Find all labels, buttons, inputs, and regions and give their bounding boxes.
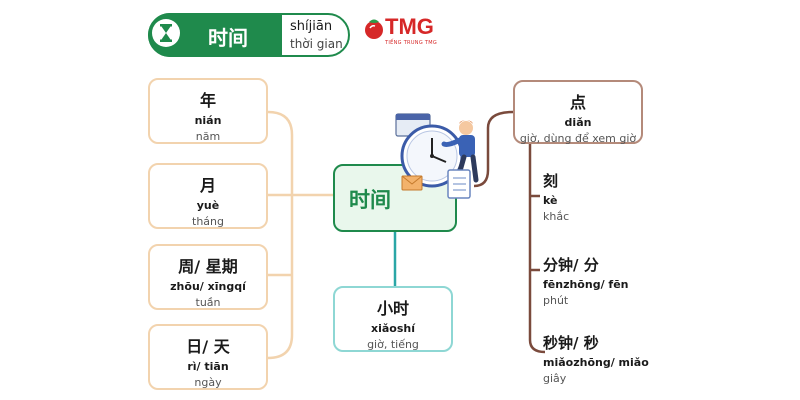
- logo-subtitle: TIẾNG TRUNG TMG: [385, 40, 438, 46]
- left-card-week: 周/ 星期 zhōu/ xīngqí tuần: [148, 244, 268, 310]
- word-vietnamese: tháng: [192, 215, 224, 228]
- word-pinyin: diǎn: [564, 116, 592, 129]
- hourglass-icon: [152, 19, 180, 47]
- word-chinese: 刻: [543, 172, 559, 190]
- left-card-month: 月 yuè tháng: [148, 163, 268, 229]
- word-chinese: 月: [199, 176, 216, 195]
- word-pinyin: yuè: [196, 199, 220, 212]
- right-item-quarter: 刻 kè khắc: [543, 170, 569, 223]
- word-vietnamese: giây: [543, 372, 567, 385]
- logo-text: TMG: [385, 14, 434, 39]
- word-vietnamese: giờ, dùng để xem giờ: [519, 132, 637, 145]
- title-green-section: 时间: [148, 13, 282, 57]
- word-chinese: 秒钟/ 秒: [543, 334, 599, 352]
- word-pinyin: zhōu/ xīngqí: [170, 280, 246, 293]
- word-pinyin: xiǎoshí: [371, 322, 415, 335]
- word-vietnamese: tuần: [195, 296, 221, 309]
- word-pinyin: kè: [543, 194, 558, 207]
- left-card-day: 日/ 天 rì/ tiān ngày: [148, 324, 268, 390]
- center-chinese: 时间: [349, 188, 391, 212]
- word-vietnamese: giờ, tiếng: [367, 338, 419, 351]
- right-card-point: 点 diǎn giờ, dùng để xem giờ: [513, 80, 643, 145]
- title-pinyin: shíjiān: [290, 19, 333, 34]
- word-chinese: 分钟/ 分: [543, 256, 599, 274]
- word-pinyin: miǎozhōng/ miǎo: [543, 356, 649, 369]
- tmg-logo: TMG TIẾNG TRUNG TMG: [363, 14, 443, 50]
- word-vietnamese: ngày: [194, 376, 222, 389]
- word-chinese: 日/ 天: [186, 337, 230, 356]
- title-vietnamese: thời gian: [290, 37, 343, 51]
- title-pill: 时间 shíjiān thời gian: [148, 13, 350, 57]
- right-item-minute: 分钟/ 分 fēnzhōng/ fēn phút: [543, 254, 629, 307]
- word-vietnamese: năm: [195, 130, 221, 143]
- word-pinyin: fēnzhōng/ fēn: [543, 278, 629, 291]
- right-item-second: 秒钟/ 秒 miǎozhōng/ miǎo giây: [543, 332, 649, 385]
- title-chinese: 时间: [208, 26, 248, 50]
- word-pinyin: nián: [194, 114, 222, 127]
- word-pinyin: rì/ tiān: [187, 360, 229, 373]
- word-chinese: 小时: [376, 299, 409, 318]
- word-chinese: 周/ 星期: [178, 257, 238, 276]
- word-vietnamese: phút: [543, 294, 569, 307]
- word-chinese: 年: [199, 91, 216, 110]
- left-connectors: [267, 110, 333, 360]
- word-chinese: 点: [569, 93, 586, 112]
- word-vietnamese: khắc: [543, 210, 570, 223]
- left-card-year: 年 nián năm: [148, 78, 268, 144]
- tomato-logo-icon: [365, 19, 383, 39]
- bottom-card-hour: 小时 xiǎoshí giờ, tiếng: [333, 286, 453, 352]
- clock-illustration-icon: [395, 113, 479, 199]
- right-connectors: [473, 110, 546, 354]
